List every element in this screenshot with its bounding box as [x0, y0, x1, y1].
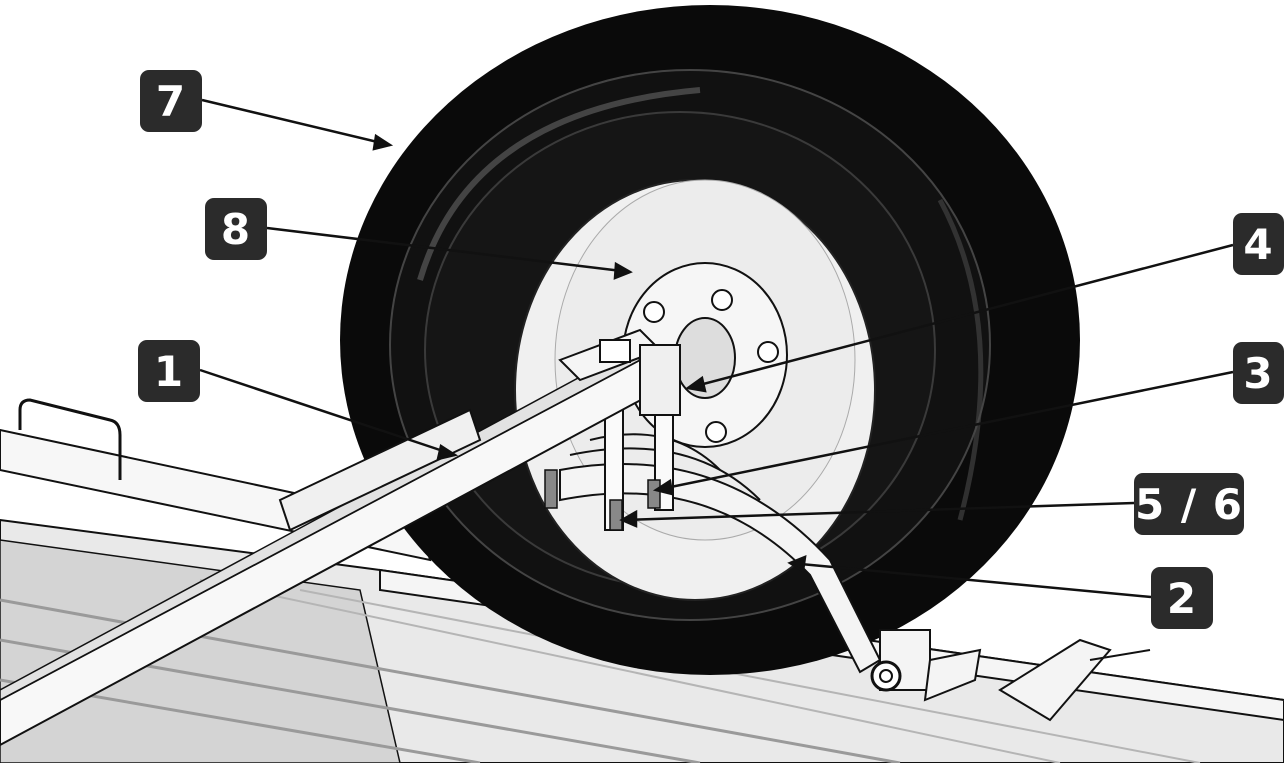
callout-3: 3	[1233, 342, 1284, 404]
callout-8: 8	[205, 198, 267, 260]
leader-2-arrow	[787, 555, 807, 574]
leader-2	[789, 561, 1152, 599]
leader-1	[199, 368, 456, 457]
callout-1: 1	[138, 340, 200, 402]
leader-3	[655, 370, 1234, 492]
leader-8-arrow	[613, 261, 633, 280]
callout-2: 2	[1151, 567, 1213, 629]
callout-4: 4	[1233, 213, 1284, 275]
axle-beam	[0, 328, 681, 747]
leader-4-arrow	[684, 375, 707, 393]
leader-5-6-arrow	[619, 509, 638, 528]
callout-5-6: 5 / 6	[1134, 473, 1244, 535]
leaf-spring	[559, 433, 982, 702]
leader-lines	[199, 98, 1234, 599]
leader-1-arrow	[436, 443, 459, 461]
leader-4	[687, 243, 1234, 390]
leader-7	[201, 98, 391, 147]
leader-8	[266, 226, 631, 274]
leader-7-arrow	[372, 133, 394, 151]
leader-3-arrow	[652, 478, 674, 496]
right-bracket	[998, 638, 1151, 722]
leader-5-6	[621, 501, 1135, 522]
callout-7: 7	[140, 70, 202, 132]
